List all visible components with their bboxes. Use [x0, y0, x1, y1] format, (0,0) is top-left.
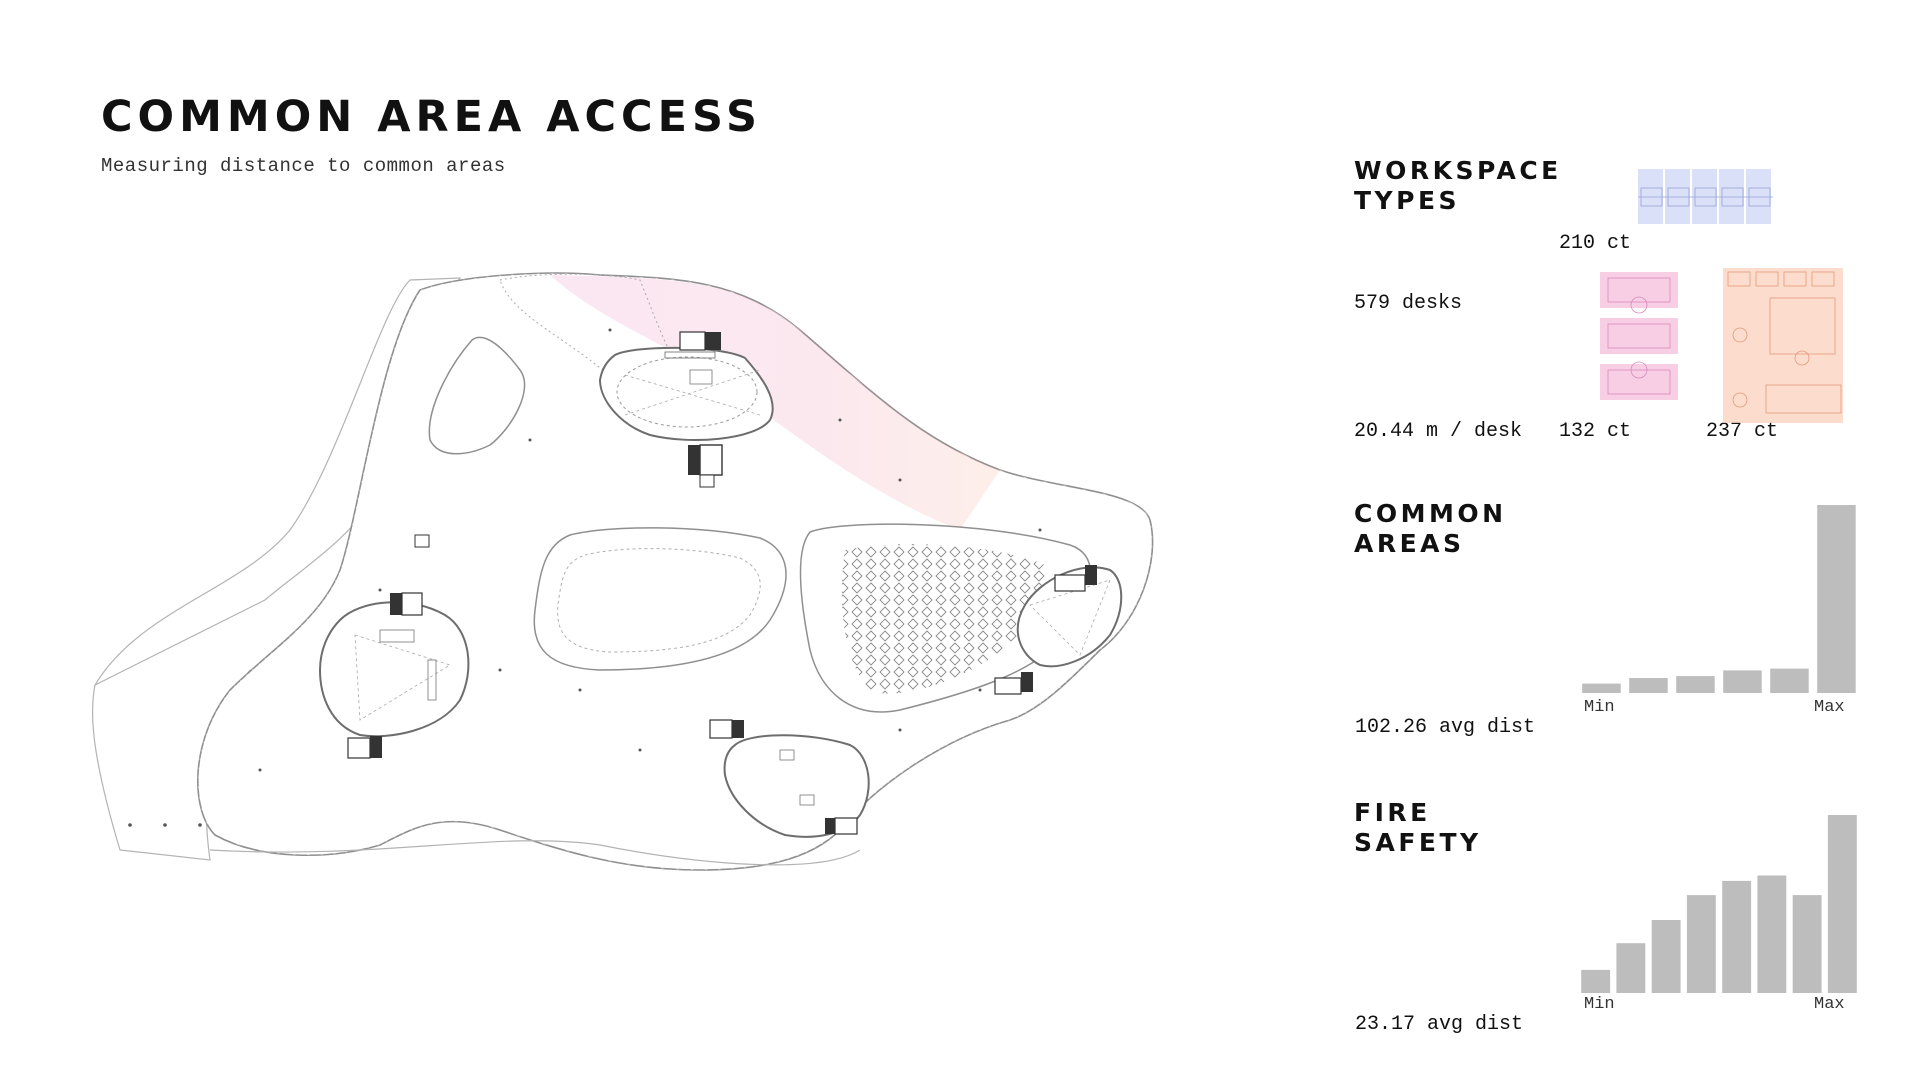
linear-bench-icon	[1638, 169, 1773, 224]
common-areas-max-label: Max	[1814, 698, 1845, 717]
common-areas-bar	[1770, 668, 1809, 693]
common-areas-min-label: Min	[1584, 698, 1615, 717]
workspace-types-heading: WORKSPACE TYPES	[1354, 156, 1562, 215]
fire-safety-bar	[1757, 875, 1787, 993]
common-areas-bar	[1629, 678, 1668, 693]
fire-safety-bar	[1686, 895, 1716, 993]
fire-safety-bar-chart	[1581, 815, 1857, 993]
fire-safety-bar	[1651, 920, 1681, 993]
workspace-type-icons	[1600, 169, 1843, 423]
fire-safety-min-label: Min	[1584, 995, 1615, 1014]
fire-safety-bar	[1722, 880, 1752, 993]
page-subtitle: Measuring distance to common areas	[101, 155, 506, 177]
cluster-pod-icon	[1600, 272, 1678, 400]
common-areas-bar-chart	[1582, 505, 1856, 693]
common-areas-avg: 102.26 avg dist	[1355, 716, 1536, 739]
fire-safety-heading: FIRE SAFETY	[1354, 798, 1482, 857]
fire-safety-bar	[1792, 895, 1822, 993]
plan-cores	[318, 331, 1123, 838]
page-title: COMMON AREA ACCESS	[101, 92, 762, 142]
common-areas-heading: COMMON AREAS	[1354, 499, 1507, 558]
type-count-cluster: 132 ct	[1559, 420, 1632, 443]
common-areas-bar	[1817, 505, 1856, 693]
plan-voids	[428, 273, 1092, 713]
fire-safety-max-label: Max	[1814, 995, 1845, 1014]
fire-safety-bar	[1827, 815, 1857, 993]
fire-safety-bar	[1616, 943, 1646, 993]
common-areas-bar	[1723, 670, 1762, 693]
area-per-desk: 20.44 m / desk	[1354, 420, 1523, 443]
fire-safety-avg: 23.17 avg dist	[1355, 1013, 1524, 1036]
type-count-linear: 210 ct	[1559, 232, 1632, 255]
common-areas-bar	[1582, 683, 1621, 693]
desk-count: 579 desks	[1354, 292, 1463, 315]
common-areas-bar	[1676, 676, 1715, 693]
mixed-lounge-icon	[1723, 268, 1843, 423]
fire-safety-bar	[1581, 969, 1611, 993]
floor-plan	[91, 272, 1154, 871]
type-count-mixed: 237 ct	[1706, 420, 1779, 443]
